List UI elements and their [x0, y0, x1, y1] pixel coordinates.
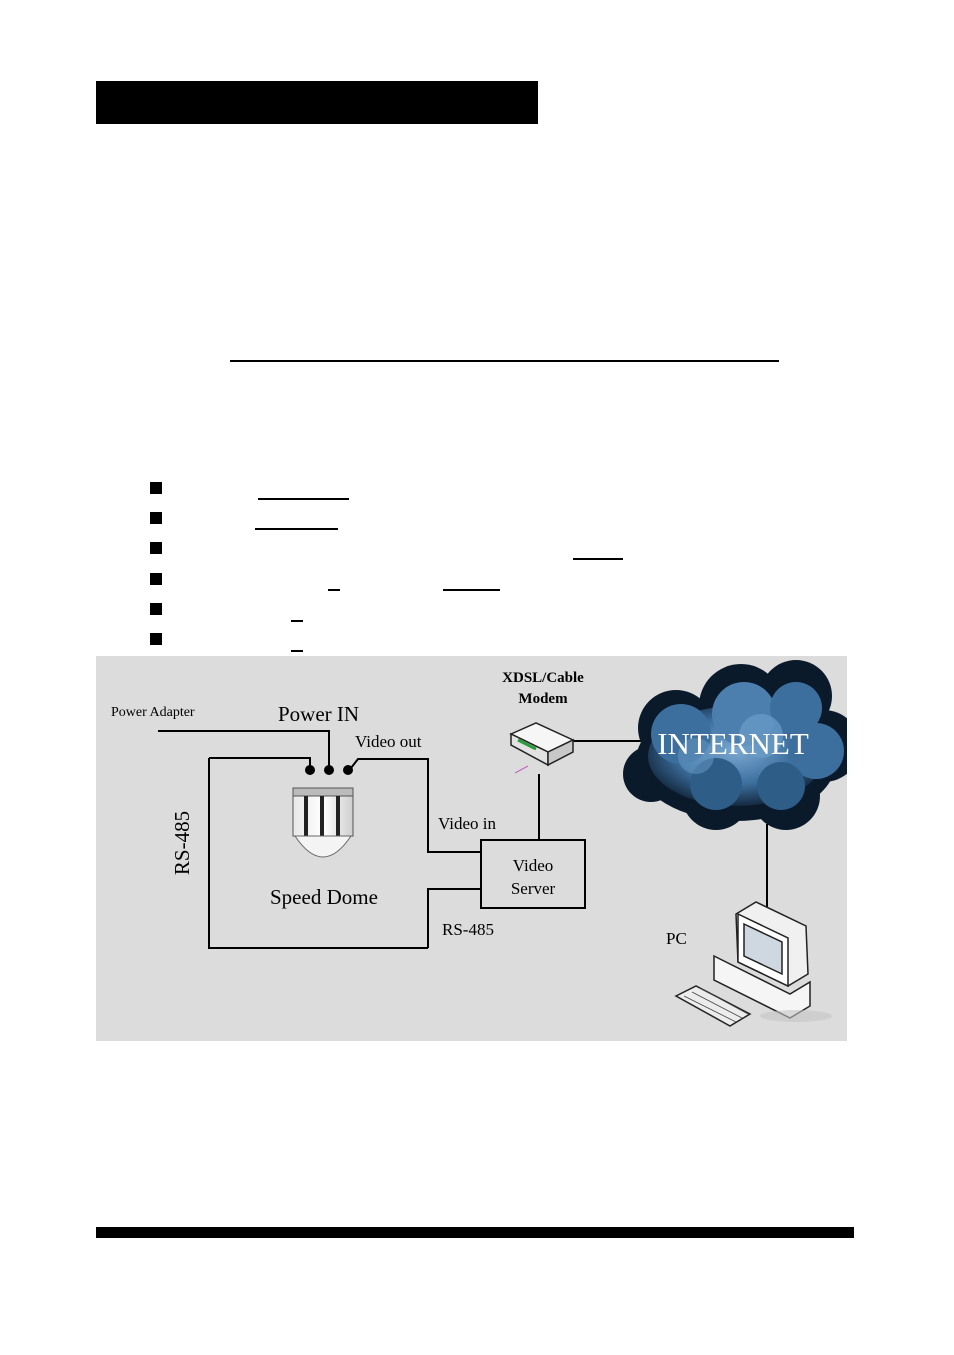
video-in-label: Video in — [438, 814, 496, 833]
video-server-label-line1: Video — [513, 856, 554, 875]
list-bullet-4 — [150, 573, 162, 585]
connector-dot-video — [343, 765, 353, 775]
pc-icon — [674, 901, 832, 1027]
connector-dot-power — [324, 765, 334, 775]
modem-label-line2: Modem — [518, 691, 568, 707]
video-wire — [350, 758, 481, 853]
list-bullet-5 — [150, 603, 162, 615]
rs485-loop-left-wire — [208, 758, 428, 949]
internet-cloud-icon — [623, 660, 847, 830]
video-server-label-line2: Server — [511, 879, 556, 898]
power-in-label: Power IN — [278, 702, 359, 726]
power-adapter-wire — [158, 730, 330, 768]
connector-dot-rs485 — [305, 765, 315, 775]
wiring — [158, 730, 768, 949]
list-underline-4b — [443, 589, 500, 591]
title-underline — [230, 360, 779, 362]
rs485-vertical-label: RS-485 — [170, 811, 194, 875]
speed-dome-icon — [292, 787, 354, 858]
list-underline-3 — [573, 558, 623, 560]
rs485-server-wire — [427, 888, 481, 948]
list-underline-4a — [328, 589, 340, 591]
video-out-label: Video out — [355, 732, 422, 751]
list-bullet-3 — [150, 542, 162, 554]
modem-icon — [509, 722, 575, 774]
section-header-bar — [96, 81, 538, 124]
list-underline-5 — [291, 620, 303, 622]
internet-label: INTERNET — [657, 726, 809, 761]
list-underline-2 — [255, 528, 338, 530]
list-underline-6 — [291, 650, 303, 652]
video-server-box — [480, 839, 586, 909]
pc-label: PC — [666, 929, 687, 948]
connection-diagram: Power Adapter Power IN Video out RS-485 … — [96, 656, 847, 1041]
speed-dome-label: Speed Dome — [270, 885, 378, 909]
footer-bar — [96, 1227, 854, 1238]
list-bullet-6 — [150, 633, 162, 645]
rs485-bottom-label: RS-485 — [442, 920, 494, 939]
modem-label-line1: XDSL/Cable — [502, 670, 584, 686]
list-underline-1 — [258, 498, 349, 500]
list-bullet-2 — [150, 512, 162, 524]
power-adapter-label: Power Adapter — [111, 705, 195, 720]
list-bullet-1 — [150, 482, 162, 494]
